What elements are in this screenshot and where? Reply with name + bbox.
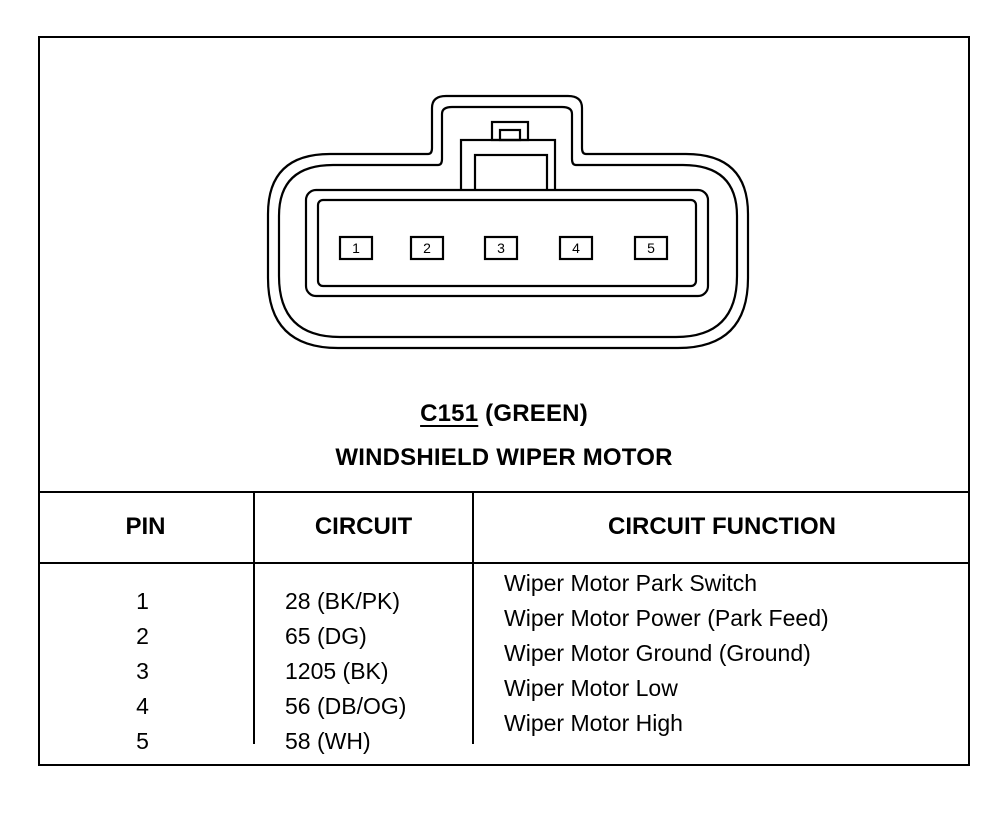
header-circuit-function: CIRCUIT FUNCTION <box>473 492 970 564</box>
table-cell-pin: 5 <box>136 728 149 754</box>
connector-outer-housing-inner-line <box>277 105 739 339</box>
table-cell-circuit: 58 (WH) <box>285 728 371 754</box>
header-pin: PIN <box>38 492 255 564</box>
pin-box-1 <box>338 235 374 261</box>
table-header-row: PIN CIRCUIT CIRCUIT FUNCTION <box>38 492 970 564</box>
table-cell-function: Wiper Motor Park Switch <box>504 570 758 596</box>
pin-box-5 <box>633 235 669 261</box>
table-cell-function: Wiper Motor Ground (Ground) <box>504 640 811 666</box>
connector-cavity-outer <box>304 188 710 298</box>
pin-label-5: 5 <box>647 240 655 256</box>
connector-outer-housing <box>266 94 750 350</box>
pin-box-3 <box>483 235 519 261</box>
diagram-frame <box>38 36 970 766</box>
pin-boxes <box>338 235 669 261</box>
pin-column: 1 2 3 4 5 <box>38 563 255 754</box>
connector-latch-tab-inner <box>498 128 522 142</box>
table-cell-circuit: 65 (DG) <box>285 623 367 649</box>
circuit-column: 28 (BK/PK) 65 (DG) 1205 (BK) 56 (DB/OG) … <box>254 563 474 754</box>
pin-label-2: 2 <box>423 240 431 256</box>
table-cell-circuit: 28 (BK/PK) <box>285 588 401 614</box>
table-cell-pin: 3 <box>136 658 149 684</box>
table-cell-function: Wiper Motor Power (Park Feed) <box>504 605 829 631</box>
table-cell-circuit: 1205 (BK) <box>285 658 389 684</box>
connector-title: C151 (GREEN) <box>38 400 970 428</box>
pin-box-4 <box>558 235 594 261</box>
connector-color: (GREEN) <box>485 400 588 427</box>
connector-name: WINDSHIELD WIPER MOTOR <box>335 444 673 471</box>
table-cell-circuit: 56 (DB/OG) <box>285 693 407 719</box>
pin-label-3: 3 <box>497 240 505 256</box>
pin-box-2 <box>409 235 445 261</box>
connector-cavity-inner <box>316 198 698 288</box>
table-cell-pin: 4 <box>136 693 149 719</box>
pin-table: PIN CIRCUIT CIRCUIT FUNCTION 1 2 3 4 5 2… <box>38 492 970 754</box>
connector-id: C151 <box>420 400 479 427</box>
table-cell-function: Wiper Motor Low <box>504 675 678 701</box>
table-cell-function: Wiper Motor High <box>504 710 683 736</box>
header-circuit: CIRCUIT <box>254 492 474 564</box>
pin-label-4: 4 <box>572 240 580 256</box>
table-body-row: 1 2 3 4 5 28 (BK/PK) 65 (DG) 1205 (BK) 5… <box>38 563 970 754</box>
table-cell-pin: 1 <box>136 588 149 614</box>
function-column: Wiper Motor Park Switch Wiper Motor Powe… <box>473 563 970 744</box>
pin-label-1: 1 <box>352 240 360 256</box>
table-cell-pin: 2 <box>136 623 149 649</box>
